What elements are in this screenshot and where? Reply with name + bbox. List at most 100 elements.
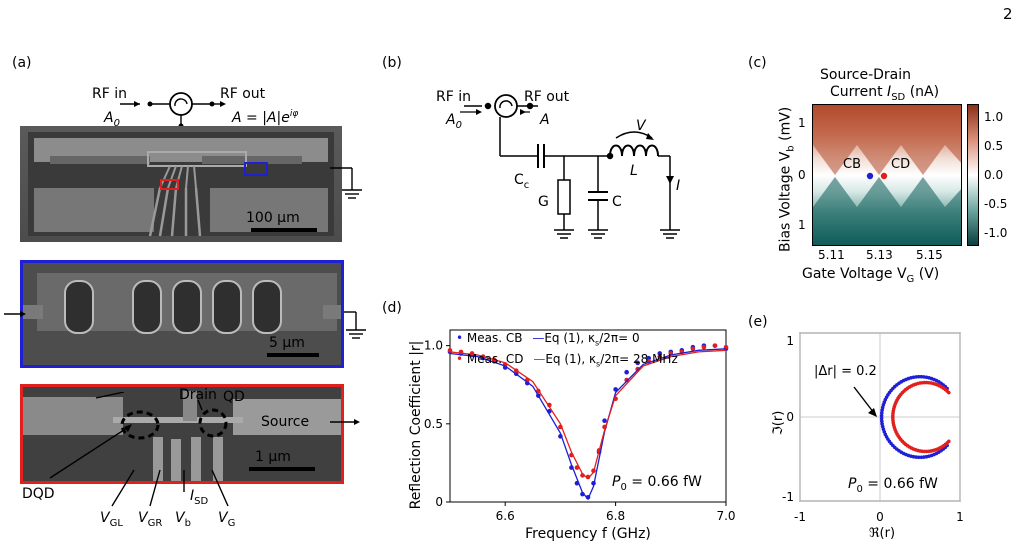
d-xtick-1: 6.8 xyxy=(606,509,625,523)
c-xtick-1: 5.13 xyxy=(866,248,893,262)
panel-d-label: (d) xyxy=(382,300,402,316)
e-p0-label: P0 = 0.66 fW xyxy=(848,476,938,495)
panel-b-cc: Cc xyxy=(514,172,530,191)
e-point-0-58 xyxy=(919,455,924,460)
d-ytick-0: 0 xyxy=(435,495,443,509)
point-cd xyxy=(880,172,888,180)
blue-inset-marker xyxy=(244,162,268,176)
cb-tick-3: -0.5 xyxy=(984,197,1008,211)
point-cb xyxy=(866,172,874,180)
fit-line-3 xyxy=(449,349,727,480)
dqd-ellipse xyxy=(120,410,160,440)
data-point-1-26 xyxy=(701,344,707,350)
ground-symbol-a1 xyxy=(330,167,362,199)
panel-b-rf-out: RF out xyxy=(524,89,570,105)
e-point-0-34 xyxy=(879,413,884,418)
e-xtick-2: 1 xyxy=(956,510,964,524)
gate-vgr-label: VGR xyxy=(138,510,163,529)
panel-a-out-eq: A = |A|e xyxy=(231,110,290,126)
panel-a-gate-arrows xyxy=(49,392,360,507)
gate-vb-label: Vb xyxy=(175,510,191,529)
qd-circle xyxy=(198,408,228,438)
e-point-0-12 xyxy=(916,374,921,379)
sem-blue-connections xyxy=(4,311,366,339)
e-ytick-2: -1 xyxy=(782,490,794,504)
gate-vgl-label: VGL xyxy=(100,510,123,529)
plot-frame xyxy=(449,329,727,503)
panel-b-circuit xyxy=(460,94,680,239)
dqd-label: DQD xyxy=(22,486,55,502)
e-ytick-0: 1 xyxy=(786,334,794,348)
reflection-chart: 6.6 6.8 7.0 0 0.5 1.0 Reflection Coefficient … xyxy=(408,329,736,542)
c-ytick-1: 0 xyxy=(798,168,806,182)
cb-tick-2: 0.0 xyxy=(984,168,1004,182)
delta-r-label: |Δr| = 0.2 xyxy=(814,364,877,379)
d-ytick-2: 1.0 xyxy=(424,339,443,353)
delta-r-arrow xyxy=(853,386,875,414)
cb-tick-4: -1.0 xyxy=(984,226,1008,240)
legend-item-cd: • Meas. CD —Eq (1), κs/2π= 28 MHz xyxy=(456,352,678,369)
d-xtick-2: 7.0 xyxy=(716,509,735,523)
qd-label: QD xyxy=(223,389,245,405)
data-point-1-27 xyxy=(712,343,718,348)
panel-c-label: (c) xyxy=(748,55,767,71)
panel-a-rf-out: RF out xyxy=(220,86,266,102)
d-xtick-0: 6.6 xyxy=(496,509,515,523)
polar-chart: ℑ(r) ℜ(r) -1 0 1 1 0 -1 |Δr| = 0.2 xyxy=(771,332,964,541)
c-ytick-2: 1 xyxy=(798,218,806,232)
e-point-0-31 xyxy=(880,405,885,410)
e-xlabel: ℜ(r) xyxy=(869,526,895,541)
e-point-1-69 xyxy=(946,439,951,444)
scalebar-1-label: 1 μm xyxy=(255,449,291,465)
panel-b-a-out: A xyxy=(540,112,550,128)
gate-vg-label: VG xyxy=(218,510,236,529)
point-cd-label: CD xyxy=(891,157,911,172)
legend-item-cb: • Meas. CB —Eq (1), κs/2π= 0 xyxy=(456,331,640,348)
sem-image-red-inset: Drain QD Source 1 μm xyxy=(20,384,344,484)
c-xlabel: Gate Voltage VG (V) xyxy=(802,266,940,285)
data-point-1-25 xyxy=(690,346,696,352)
panel-a-label: (a) xyxy=(12,55,32,71)
e-point-0-36 xyxy=(880,419,884,423)
c-ytick-0: 1 xyxy=(798,116,806,130)
e-point-0-10 xyxy=(922,375,926,379)
sem-image-overview: 100 μm xyxy=(20,126,342,242)
e-xtick-0: -1 xyxy=(794,510,806,524)
cb-tick-1: 0.5 xyxy=(984,139,1004,153)
data-point-0-17 xyxy=(602,418,607,423)
panel-a-rf-schematic: RF in A0 RF out A = |A|eiφ xyxy=(92,86,298,138)
drain-label: Drain xyxy=(179,387,217,403)
panel-b-a0: A0 xyxy=(446,112,462,131)
panel-a-rf-in: RF in xyxy=(92,86,127,102)
svg-text:A = |A|eiφ: A = |A|eiφ xyxy=(231,109,298,126)
panel-b-l: L xyxy=(630,163,638,179)
e-point-0-57 xyxy=(916,455,921,460)
data-point-1-19 xyxy=(624,377,629,383)
panel-b-i: I xyxy=(676,178,681,194)
d-p0-label: P0 = 0.66 fW xyxy=(612,474,702,493)
e-ytick-1: 0 xyxy=(786,410,794,424)
e-point-0-33 xyxy=(880,411,884,415)
panel-e-label: (e) xyxy=(748,314,768,330)
svg-text:A0: A0 xyxy=(103,110,120,129)
panel-c-title-line1: Source-Drain xyxy=(820,67,912,83)
e-xtick-1: 0 xyxy=(876,510,884,524)
colormap-plot: CB CD xyxy=(812,104,962,246)
panel-b-c: C xyxy=(612,194,622,210)
c-xtick-0: 5.11 xyxy=(818,248,845,262)
panel-b-rf-in: RF in xyxy=(436,89,471,105)
chart-d-legend: • Meas. CB —Eq (1), κs/2π= 0 • Meas. CD … xyxy=(456,330,678,373)
red-inset-marker xyxy=(160,179,179,190)
e-point-0-35 xyxy=(879,416,884,421)
panel-a-circulator xyxy=(169,92,193,116)
panel-b-g: G xyxy=(538,194,549,210)
point-cb-label: CB xyxy=(843,157,861,172)
scalebar-100-label: 100 μm xyxy=(246,210,300,226)
d-ylabel: Reflection Coefficient |r| xyxy=(408,341,424,510)
isd-label: ISD xyxy=(190,488,209,507)
page-number: 2 xyxy=(1003,5,1013,23)
d-xlabel: Frequency f (GHz) xyxy=(525,526,651,542)
d-ytick-1: 0.5 xyxy=(424,417,443,431)
cb-tick-0: 1.0 xyxy=(984,110,1004,124)
sem-image-blue-inset: 5 μm xyxy=(20,260,344,368)
